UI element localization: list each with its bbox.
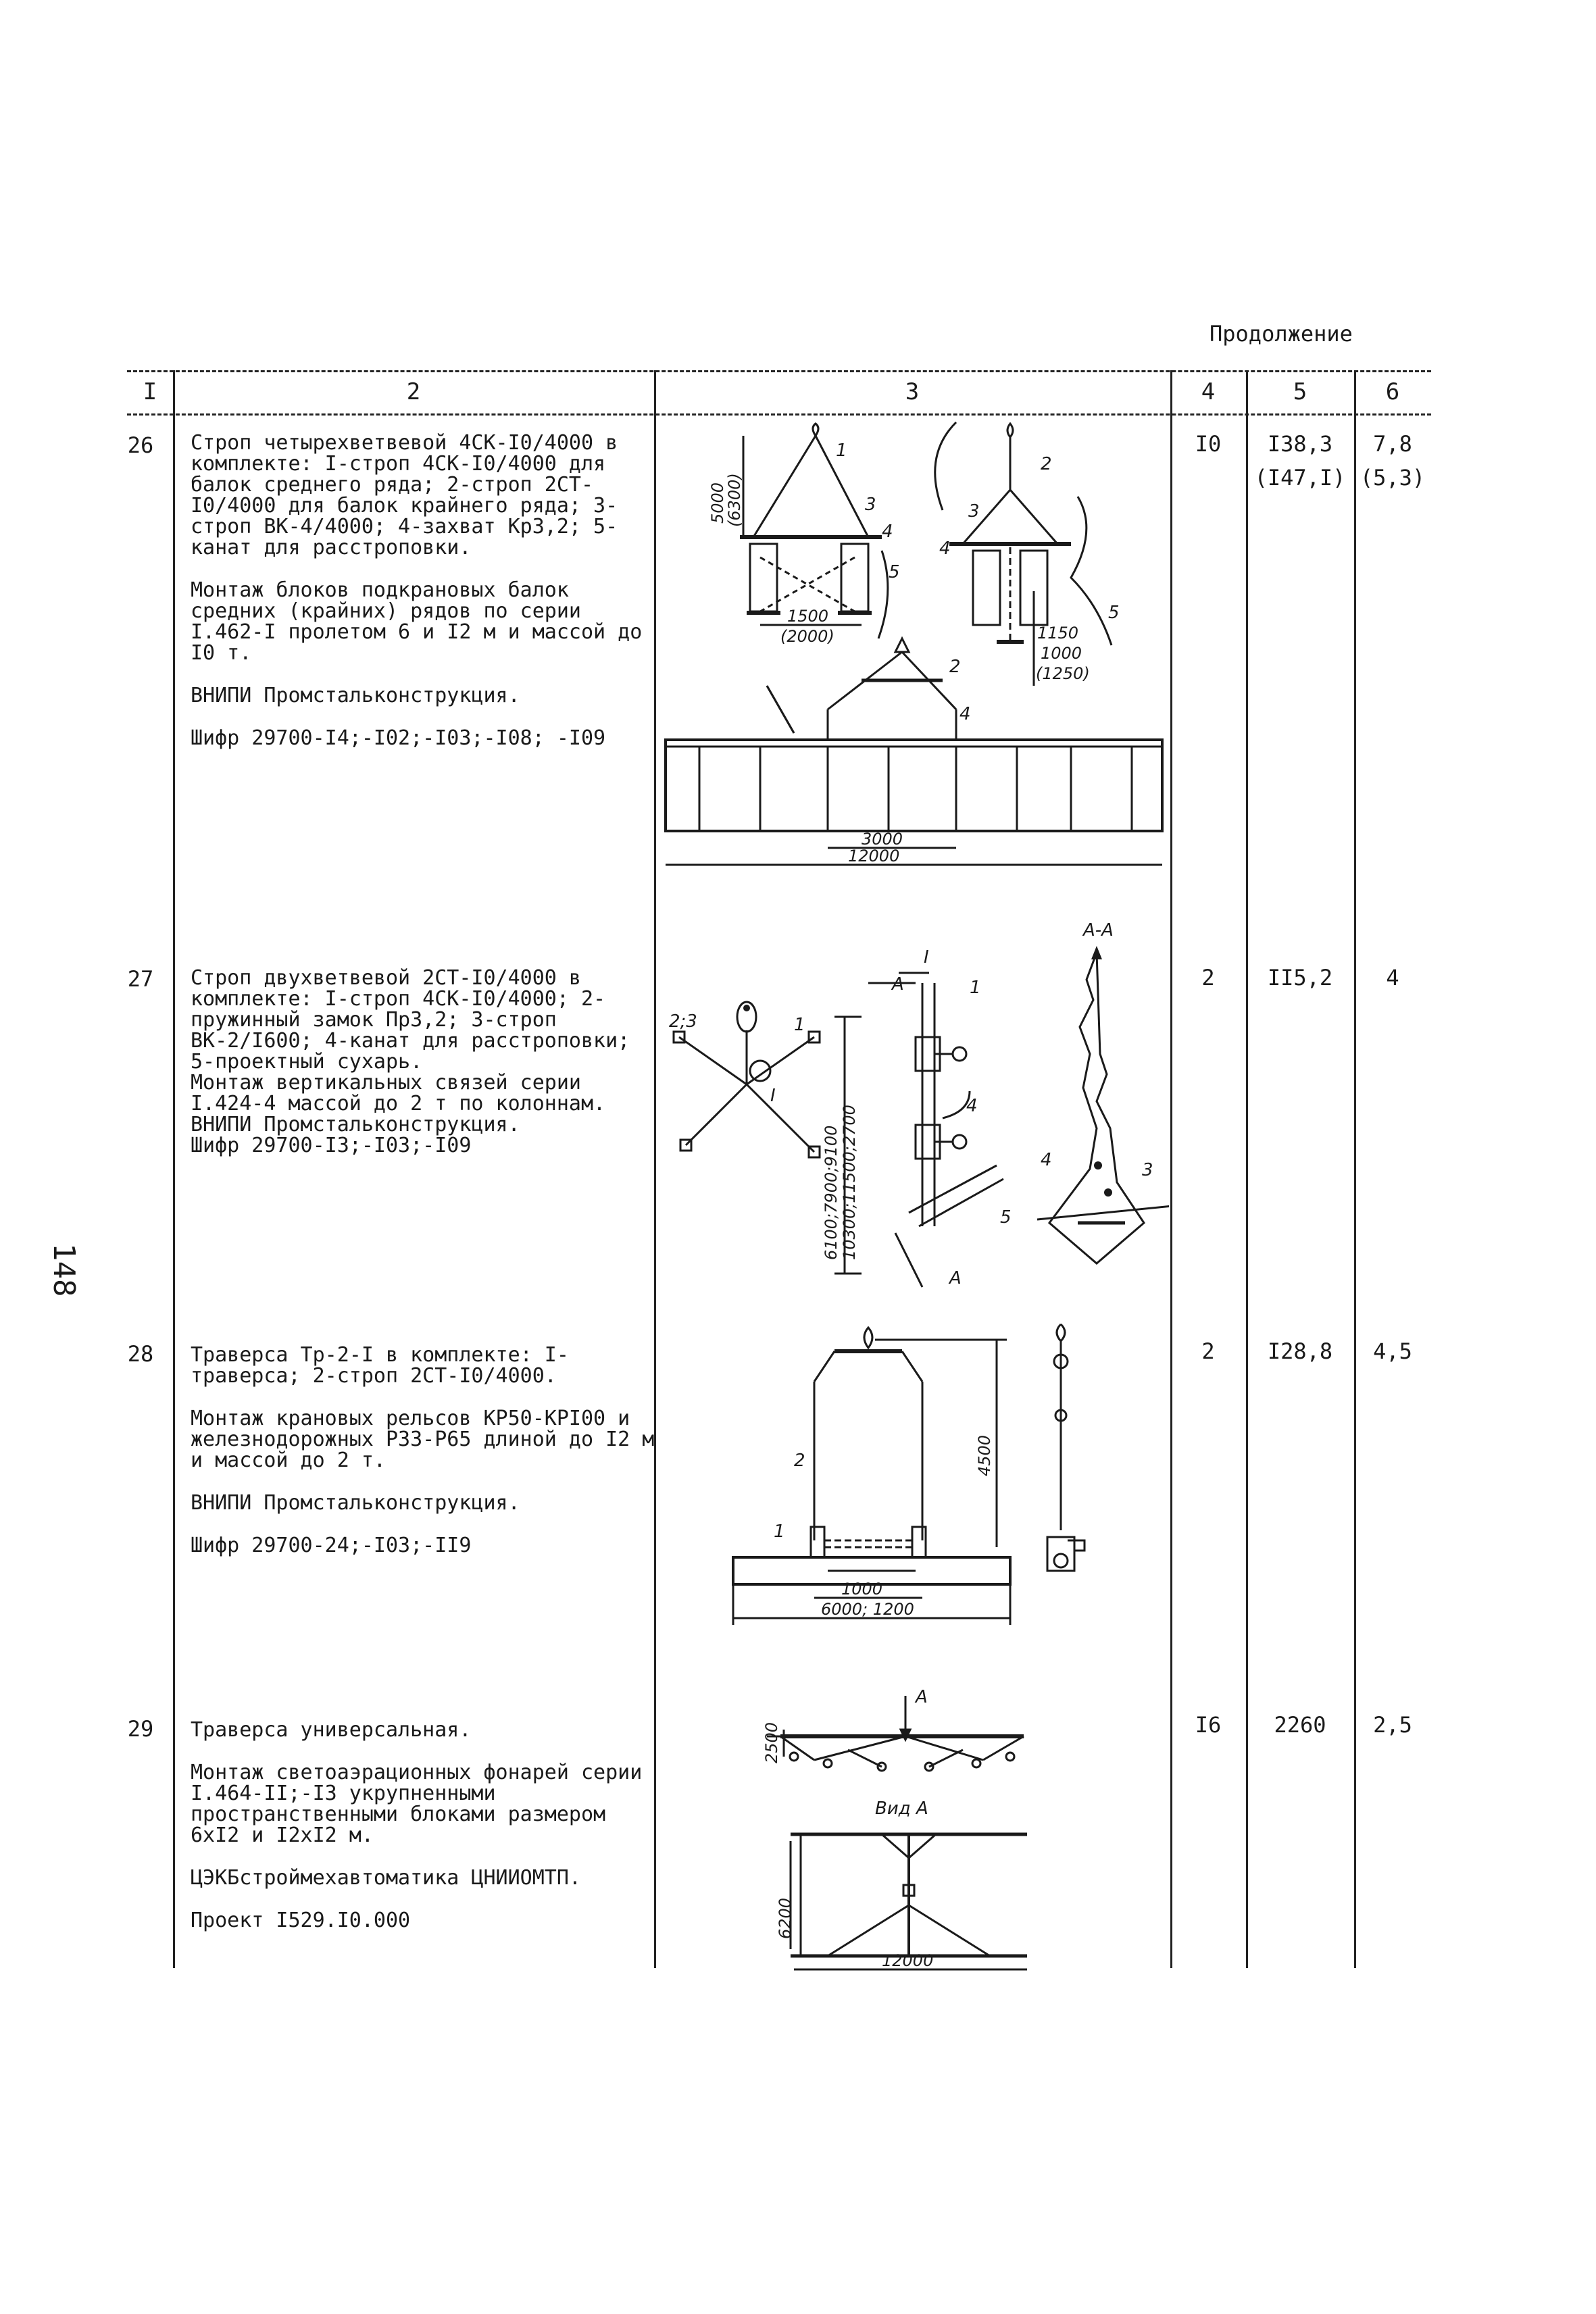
column-header-6: 6: [1385, 378, 1400, 405]
diagram-label: 4: [959, 704, 971, 724]
column-header-5: 5: [1293, 378, 1307, 405]
quantity-value: 2: [1201, 1338, 1215, 1364]
table-top-rule: [127, 370, 1431, 372]
diagram-label: 12000: [848, 847, 899, 865]
row-description: Строп двухветвевой 2СТ-I0/4000 в комплек…: [191, 967, 657, 1178]
diagram-label: 4: [1041, 1150, 1052, 1170]
quantity-value: 2: [1201, 965, 1215, 990]
height-value: 4: [1386, 965, 1399, 990]
universal-traverse-diagram-29: A 2500 Вид A 6200 12000: [762, 1687, 1027, 1971]
row-description: Траверса универсальная. Монтаж светоаэра…: [191, 1719, 657, 1953]
diagram-label: I: [924, 947, 929, 967]
diagram-label: A: [914, 1687, 928, 1707]
mass-value: I28,8: [1267, 1338, 1333, 1364]
traverse-diagram-28: 4500 2 1 1000 6000; 1200: [732, 1323, 1086, 1625]
mass-value: 2260: [1274, 1712, 1326, 1738]
diagram-label: 1000: [1041, 644, 1082, 663]
diagram-label: 6100;7900;9100: [822, 1126, 841, 1260]
diagram-label: 4: [966, 1096, 978, 1116]
col-divider-3: [1170, 370, 1172, 1968]
diagram-label: 1: [794, 1015, 805, 1035]
diagram-label: A: [891, 974, 904, 995]
column-header-3: 3: [905, 378, 920, 405]
row-number: 27: [127, 966, 154, 992]
diagram-label: 1: [836, 441, 847, 461]
height-value: 4,5: [1373, 1338, 1412, 1364]
diagram-label: 2: [794, 1451, 805, 1471]
diagram-label: 1000: [841, 1580, 882, 1599]
col-divider-2: [654, 370, 656, 1968]
diagram-label: A-A: [1082, 920, 1114, 940]
diagram-label: 12000: [882, 1951, 933, 1970]
description-paragraph: Шифр 29700-I4;-I02;-I03;-I08; -I09: [191, 726, 606, 750]
description-paragraph: ВНИПИ Промстальконструкция.: [191, 1491, 520, 1515]
description-paragraph: Проект I529.I0.000: [191, 1909, 411, 1932]
diagram-label: 1500: [787, 607, 828, 626]
diagram-label: 2;3: [669, 1011, 697, 1032]
description-paragraph: Траверса Тр-2-I в комплекте: I-траверса;…: [191, 1343, 569, 1388]
table-header-rule: [127, 413, 1431, 416]
col-divider-1: [173, 370, 175, 1968]
diagram-label: (6300): [725, 473, 744, 527]
description-paragraph: Строп четырехветвевой 4СК-I0/4000 в комп…: [191, 431, 618, 559]
continued-label: Продолжение: [1210, 321, 1353, 347]
diagram-label: 6200: [776, 1898, 795, 1939]
description-paragraph: Строп двухветвевой 2СТ-I0/4000 в комплек…: [191, 966, 630, 1157]
diagram-label: 5: [889, 562, 900, 582]
row-description: Траверса Тр-2-I в комплекте: I-траверса;…: [191, 1344, 657, 1578]
row-description: Строп четырехветвевой 4СК-I0/4000 в комп…: [191, 432, 657, 770]
diagram-label: 5000: [708, 482, 727, 524]
sling-diagram-27: 2;3 1 I I A 1 6100;7900;9100 10300;11500…: [669, 920, 1169, 1288]
diagram-label: A: [948, 1268, 962, 1288]
row-number: 29: [127, 1716, 154, 1742]
description-paragraph: ВНИПИ Промстальконструкция.: [191, 684, 520, 707]
diagram-label: 1: [774, 1521, 785, 1542]
diagram-label: I: [770, 1086, 776, 1106]
diagram-label: 2: [1041, 454, 1052, 474]
height-value: 2,5: [1373, 1712, 1412, 1738]
diagram-label: 3: [968, 501, 980, 522]
page-number: 148: [47, 1243, 81, 1297]
col-divider-4: [1246, 370, 1248, 1968]
description-paragraph: Траверса универсальная.: [191, 1718, 472, 1742]
mass-value: I38,3 (I47,I): [1254, 431, 1346, 491]
diagram-label: 3: [865, 495, 876, 515]
description-paragraph: Шифр 29700-24;-I03;-II9: [191, 1534, 472, 1557]
diagram-label: 4: [882, 522, 893, 542]
diagram-label: 5: [1000, 1207, 1012, 1228]
row-number: 28: [127, 1341, 154, 1367]
diagram-label: 1150: [1037, 624, 1078, 643]
diagram-label: 2: [949, 657, 961, 677]
column-header-4: 4: [1201, 378, 1216, 405]
description-paragraph: Монтаж блоков подкрановых балок средних …: [191, 578, 643, 665]
diagram-label: 10300;11500;2700: [840, 1105, 859, 1260]
diagram-label: 3000: [862, 830, 903, 849]
description-paragraph: Монтаж светоаэрационных фонарей серии I.…: [191, 1761, 643, 1847]
diagram-label: (1250): [1036, 664, 1090, 683]
diagram-label: 5: [1108, 603, 1120, 623]
diagram-label: 4: [939, 538, 951, 559]
column-header-2: 2: [406, 378, 421, 405]
row-number: 26: [127, 432, 154, 458]
column-header-1: I: [143, 378, 157, 405]
quantity-value: I6: [1195, 1712, 1222, 1738]
diagram-label: (2000): [780, 627, 834, 646]
sling-diagram-26: 5000 (6300) 1 3 4 5 1500 (2000) 2 3 4 5 …: [664, 421, 1164, 866]
quantity-value: I0: [1195, 431, 1222, 457]
diagram-label: 2500: [762, 1722, 781, 1763]
description-paragraph: ЦЭКБстроймехавтоматика ЦНИИОМТП.: [191, 1866, 581, 1890]
description-paragraph: Монтаж крановых рельсов КР50-КРI00 и жел…: [191, 1407, 655, 1472]
mass-value: II5,2: [1267, 965, 1333, 990]
diagram-label: 6000; 1200: [821, 1600, 914, 1619]
height-value: 7,8 (5,3): [1360, 431, 1426, 491]
diagram-label: 3: [1142, 1160, 1153, 1180]
diagram-label: Вид A: [875, 1799, 928, 1819]
diagram-label: 1: [970, 978, 981, 998]
col-divider-5: [1354, 370, 1356, 1968]
diagram-label: 4500: [975, 1435, 994, 1476]
